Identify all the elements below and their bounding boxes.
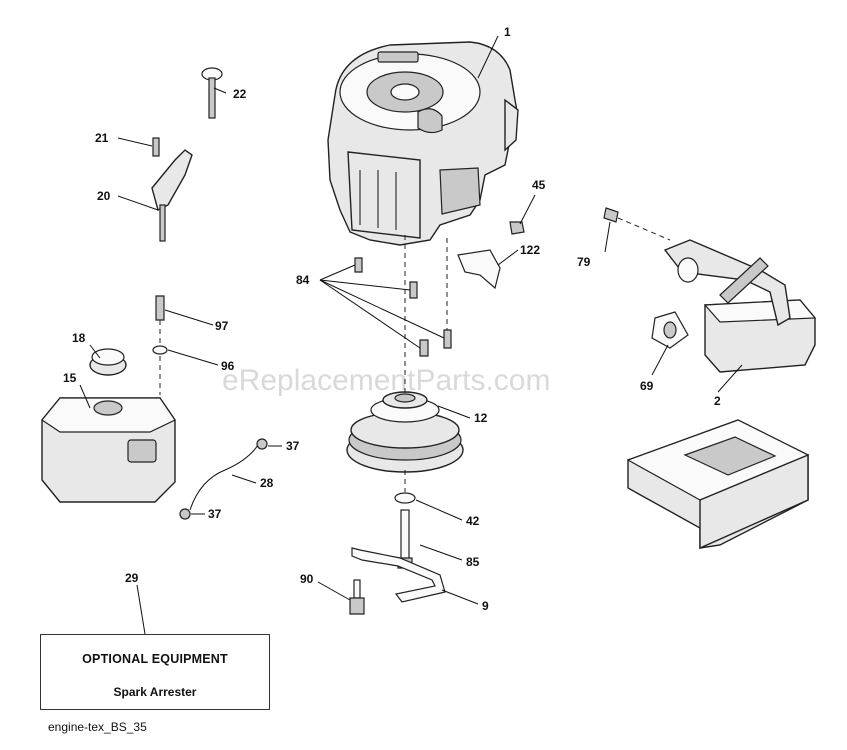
callout-97: 97 — [215, 319, 229, 333]
bracket[interactable] — [351, 547, 446, 603]
callout-69: 69 — [640, 379, 654, 393]
gasket[interactable] — [651, 311, 689, 349]
exhaust-screw[interactable] — [603, 207, 671, 241]
fuel-tank[interactable] — [41, 397, 176, 503]
bracket-screw[interactable] — [152, 137, 160, 157]
engine[interactable] — [327, 41, 519, 246]
tank-bolt[interactable] — [155, 295, 165, 321]
engine-mount-frame[interactable] — [626, 419, 810, 550]
callout-90: 90 — [300, 572, 314, 586]
callout-1: 1 — [504, 25, 511, 39]
callout-45: 45 — [532, 178, 546, 192]
callout-9: 9 — [482, 599, 489, 613]
knob[interactable] — [201, 67, 223, 119]
callout-42: 42 — [466, 514, 480, 528]
fuel-line[interactable] — [189, 444, 259, 511]
tank-washer[interactable] — [152, 345, 168, 355]
muffler[interactable] — [663, 239, 817, 373]
callout-37-top: 37 — [286, 439, 300, 453]
nut[interactable] — [509, 221, 525, 235]
leader-lines — [79, 35, 743, 635]
throttle-bracket[interactable] — [151, 149, 193, 242]
callout-18: 18 — [72, 331, 86, 345]
callout-85: 85 — [466, 555, 480, 569]
callout-37-bottom: 37 — [208, 507, 222, 521]
callout-22: 22 — [233, 87, 247, 101]
callout-28: 28 — [260, 476, 274, 490]
fuel-cap[interactable] — [89, 348, 127, 376]
callout-122: 122 — [520, 243, 540, 257]
callout-29: 29 — [125, 571, 139, 585]
callout-79: 79 — [577, 255, 591, 269]
bracket-bolt[interactable] — [349, 579, 365, 615]
washer[interactable] — [394, 492, 416, 504]
callout-2: 2 — [714, 394, 721, 408]
optional-equipment-box: OPTIONAL EQUIPMENT Spark Arrester — [40, 634, 270, 710]
diagram-code: engine-tex_BS_35 — [48, 720, 147, 734]
pulley[interactable] — [346, 391, 464, 473]
hose-clamp[interactable] — [256, 438, 268, 450]
callout-12: 12 — [474, 411, 488, 425]
optional-equipment-item[interactable]: Spark Arrester — [113, 685, 197, 699]
callout-20: 20 — [97, 189, 111, 203]
hose-clamp[interactable] — [179, 508, 191, 520]
spacer-shield[interactable] — [457, 249, 501, 290]
callout-84: 84 — [296, 273, 310, 287]
optional-equipment-title: OPTIONAL EQUIPMENT — [82, 652, 228, 666]
callout-15: 15 — [63, 371, 77, 385]
callout-21: 21 — [95, 131, 109, 145]
callout-96: 96 — [221, 359, 235, 373]
engine-bolts[interactable] — [354, 257, 452, 357]
watermark: eReplacementParts.com — [222, 364, 550, 397]
